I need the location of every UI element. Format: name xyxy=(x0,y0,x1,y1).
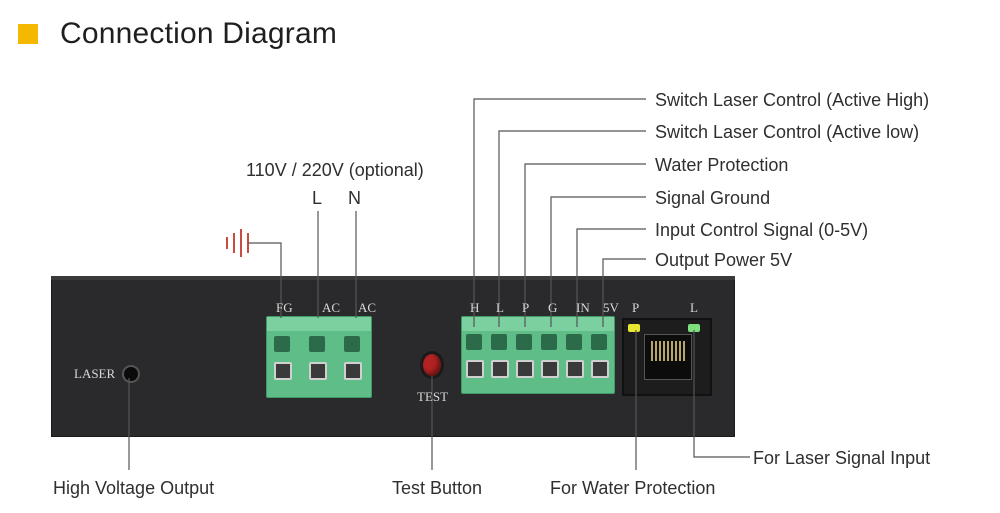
live-label: L xyxy=(312,188,323,208)
label-switch-active-high: Switch Laser Control (Active High) xyxy=(655,90,930,110)
terminal-hole-h xyxy=(466,360,484,378)
terminal-screw-g xyxy=(541,334,557,350)
panel-mark-test: TEST xyxy=(417,389,449,404)
rj45-opening xyxy=(644,334,692,380)
label-high-voltage-output: High Voltage Output xyxy=(53,478,215,498)
power-supply-panel xyxy=(51,276,735,437)
label-for-laser-signal-input: For Laser Signal Input xyxy=(753,448,931,468)
panel-mark-p: P xyxy=(522,300,530,315)
panel-mark-g: G xyxy=(548,300,558,315)
terminal-screw-fg xyxy=(274,336,290,352)
title-accent-square xyxy=(18,24,38,44)
label-output-power: Output Power 5V xyxy=(655,250,793,270)
label-water-protection: Water Protection xyxy=(655,155,789,175)
title-area: Connection Diagram xyxy=(18,14,337,54)
panel-mark-l: L xyxy=(496,300,504,315)
terminal-hole-5v xyxy=(591,360,609,378)
panel-mark-fg: FG xyxy=(276,300,293,315)
terminal-screw-p xyxy=(516,334,532,350)
voltage-label: 110V / 220V (optional) xyxy=(246,160,424,180)
panel-mark-ac2: AC xyxy=(358,300,377,315)
power-terminal-block xyxy=(266,316,372,398)
terminal-screw-in xyxy=(566,334,582,350)
page-title: Connection Diagram xyxy=(60,17,338,50)
label-switch-active-low: Switch Laser Control (Active low) xyxy=(655,122,920,142)
panel-mark-ac1: AC xyxy=(322,300,341,315)
label-test-button: Test Button xyxy=(392,478,483,498)
water-protection-led xyxy=(628,324,640,332)
panel-mark-h: H xyxy=(470,300,480,315)
label-input-control-signal: Input Control Signal (0-5V) xyxy=(655,220,869,240)
terminal-hole-in xyxy=(566,360,584,378)
terminal-screw-l xyxy=(491,334,507,350)
terminal-screw-h xyxy=(466,334,482,350)
high-voltage-output-jack xyxy=(122,365,140,383)
panel-mark-p-led: P xyxy=(632,300,640,315)
panel-mark-in: IN xyxy=(576,300,590,315)
terminal-hole-l xyxy=(491,360,509,378)
terminal-hole-ac1 xyxy=(309,362,327,380)
panel-mark-l-led: L xyxy=(690,300,698,315)
label-signal-ground: Signal Ground xyxy=(655,188,771,208)
terminal-screw-ac2 xyxy=(344,336,360,352)
panel-top-edge xyxy=(51,276,735,280)
panel-mark-5v: 5V xyxy=(603,300,619,315)
laser-signal-led xyxy=(688,324,700,332)
ground-icon xyxy=(226,229,249,257)
label-for-water-protection: For Water Protection xyxy=(550,478,716,498)
neutral-label: N xyxy=(348,188,361,208)
terminal-hole-p xyxy=(516,360,534,378)
terminal-hole-g xyxy=(541,360,559,378)
terminal-screw-ac1 xyxy=(309,336,325,352)
terminal-screw-5v xyxy=(591,334,607,350)
terminal-hole-fg xyxy=(274,362,292,380)
test-button[interactable] xyxy=(423,354,441,376)
signal-terminal-block xyxy=(461,316,615,394)
terminal-hole-ac2 xyxy=(344,362,362,380)
panel-mark-laser: LASER xyxy=(74,366,116,381)
